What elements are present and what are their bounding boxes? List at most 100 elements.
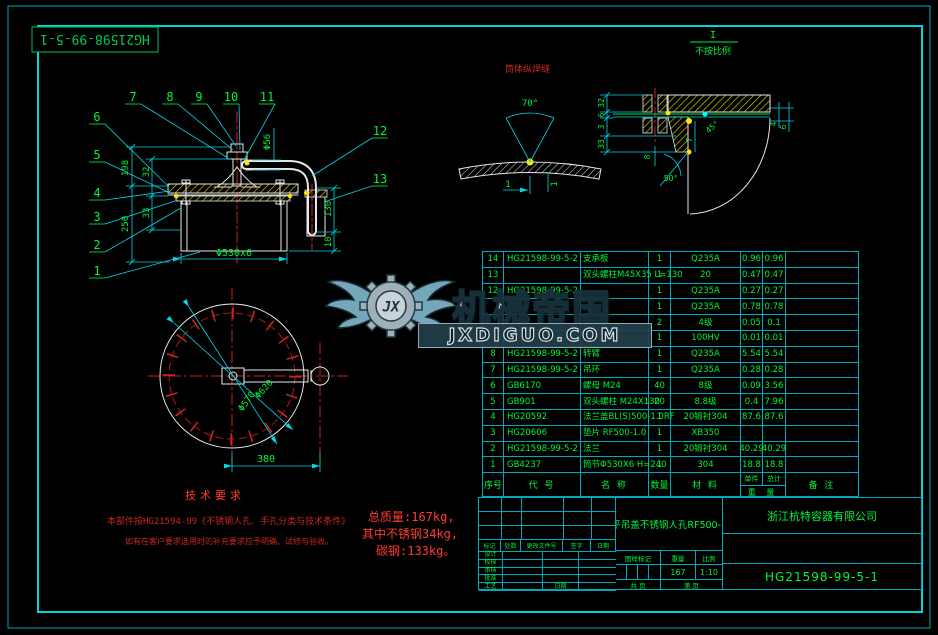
tech-req-line1: 本部件按HG21594-99《不锈钢人孔、手孔分类与技术条件》 — [107, 515, 350, 527]
col-qty: 1 — [649, 330, 671, 346]
col-unit-weight: 0.4 — [741, 394, 763, 409]
col-remark — [786, 284, 858, 299]
col-qty: 1 — [649, 299, 671, 315]
sheet-border — [7, 5, 931, 629]
revision-header: 标记 处数 更改文件号 签字 日期 — [479, 540, 616, 552]
col-total-weight: 0.28 — [763, 362, 786, 378]
col-no: 7 — [483, 362, 504, 378]
mark-box — [616, 565, 627, 580]
col-unit-weight: 87.6 — [741, 409, 763, 425]
col-no: 6 — [483, 378, 504, 394]
col-code: HG20606 — [504, 425, 581, 441]
not-to-scale-label: 不按比例 — [695, 45, 731, 57]
col-no: 8 — [483, 346, 504, 362]
rev-mark: 标记 — [479, 540, 501, 552]
col-code — [504, 299, 581, 315]
col-name: 法兰盖BL(S)500-1.0RF — [581, 409, 675, 425]
rev-count: 处数 — [501, 540, 521, 552]
rev-sign: 签字 — [563, 540, 591, 552]
rev-docno: 更改文件号 — [521, 540, 563, 552]
dim-250: 250 — [121, 216, 131, 232]
col-total-weight: 0.1 — [763, 315, 786, 330]
col-qty: 1 — [649, 283, 671, 299]
col-code: HG21598-99-5-2 — [504, 362, 581, 378]
dim-32: 32 — [142, 167, 152, 178]
table-header-row: 序号 代 号 名 称 数量 材 料 单件 总计 重 量 备 注 — [483, 473, 858, 499]
col-qty: 1 — [649, 441, 671, 457]
weight-cs: 碳钢:133kg。 — [376, 544, 455, 558]
callout-11: 11 — [260, 90, 274, 104]
col-name: 吊环 — [581, 362, 649, 378]
date-label: 日期 — [543, 583, 579, 590]
col-total-weight: 0.96 — [763, 252, 786, 267]
detail-dim-1: 1 — [505, 180, 510, 190]
col-remark — [786, 363, 858, 378]
col-total-weight: 3.56 — [763, 378, 786, 394]
callout-9: 9 — [195, 90, 202, 104]
detail-dim-6: 6 — [597, 112, 606, 117]
sign-check: 校核 — [479, 560, 503, 567]
col-qty: 1 — [649, 346, 671, 362]
col-unit-weight: 0.96 — [741, 252, 763, 267]
col-unit-weight: 0.47 — [741, 267, 763, 283]
scale-value: 1:10 — [696, 565, 723, 580]
col-qty: 1 — [649, 362, 671, 378]
col-material: 20 — [671, 267, 741, 283]
col-qty: 1 — [649, 457, 671, 473]
col-name: 支承板 — [581, 252, 649, 267]
col-unit-weight: 40.29 — [739, 441, 764, 457]
header-qty: 数量 — [649, 473, 671, 499]
detail-I: I 不按比例 50° — [597, 30, 794, 215]
col-qty: 1 — [649, 425, 671, 441]
col-material: 20锻衬304 — [671, 441, 741, 457]
col-unit-weight — [741, 425, 763, 441]
drawing-number-stamp: HG21598-99-5-1 — [31, 26, 159, 53]
col-unit-weight: 0.28 — [741, 362, 763, 378]
col-unit-weight: 18.8 — [741, 457, 763, 473]
col-total-weight — [763, 425, 786, 441]
angle-70: 70° — [522, 99, 538, 109]
col-total-weight: 7.96 — [763, 394, 786, 409]
stamp-text: HG21598-99-5-1 — [40, 31, 150, 46]
watermark-domain-bar: JXDIGUO.COM — [418, 323, 652, 348]
detail-dim-33: 33 — [597, 139, 606, 149]
col-unit-weight: 0.09 — [741, 378, 763, 394]
dim-10: 10 — [324, 237, 334, 248]
left-wing-icon — [324, 279, 381, 329]
col-qty: 1 — [649, 267, 671, 283]
header-unit-weight: 单件 — [741, 473, 764, 486]
col-no: 5 — [483, 394, 504, 409]
col-unit-weight: 5.54 — [741, 346, 763, 362]
col-name — [581, 283, 649, 299]
col-code — [504, 267, 581, 283]
header-total-weight: 总计 — [767, 475, 781, 484]
col-material: 8.8级 — [671, 394, 741, 409]
col-unit-weight: 0.01 — [741, 330, 763, 346]
callout-3: 3 — [93, 210, 100, 224]
tech-requirements: 技术要求 本部件按HG21594-99《不锈钢人孔、手孔分类与技术条件》 如有在… — [107, 489, 350, 546]
col-total-weight: 0.78 — [763, 299, 786, 315]
company-empty-cell — [723, 534, 921, 564]
header-no: 序号 — [483, 473, 504, 499]
watermark-emblem: JX — [324, 274, 458, 338]
col-total-weight: 40.29 — [762, 441, 786, 457]
detail-dim-6b: 6 — [779, 124, 788, 129]
col-code: GB4237 — [504, 457, 581, 473]
revision-grid — [479, 498, 616, 540]
col-total-weight: 0.27 — [763, 283, 786, 299]
detail-dim-32: 32 — [597, 98, 606, 108]
col-remark — [786, 331, 858, 346]
tech-req-line2: 如有在客户要求选用时的补充要求应予明确、试修与验收。 — [125, 536, 333, 546]
col-remark — [786, 378, 858, 393]
detail-mark: I — [710, 30, 716, 41]
col-no: 14 — [483, 252, 504, 267]
col-material: 304 — [671, 457, 741, 473]
weight-ss: 其中不锈钢34kg, — [362, 526, 458, 541]
